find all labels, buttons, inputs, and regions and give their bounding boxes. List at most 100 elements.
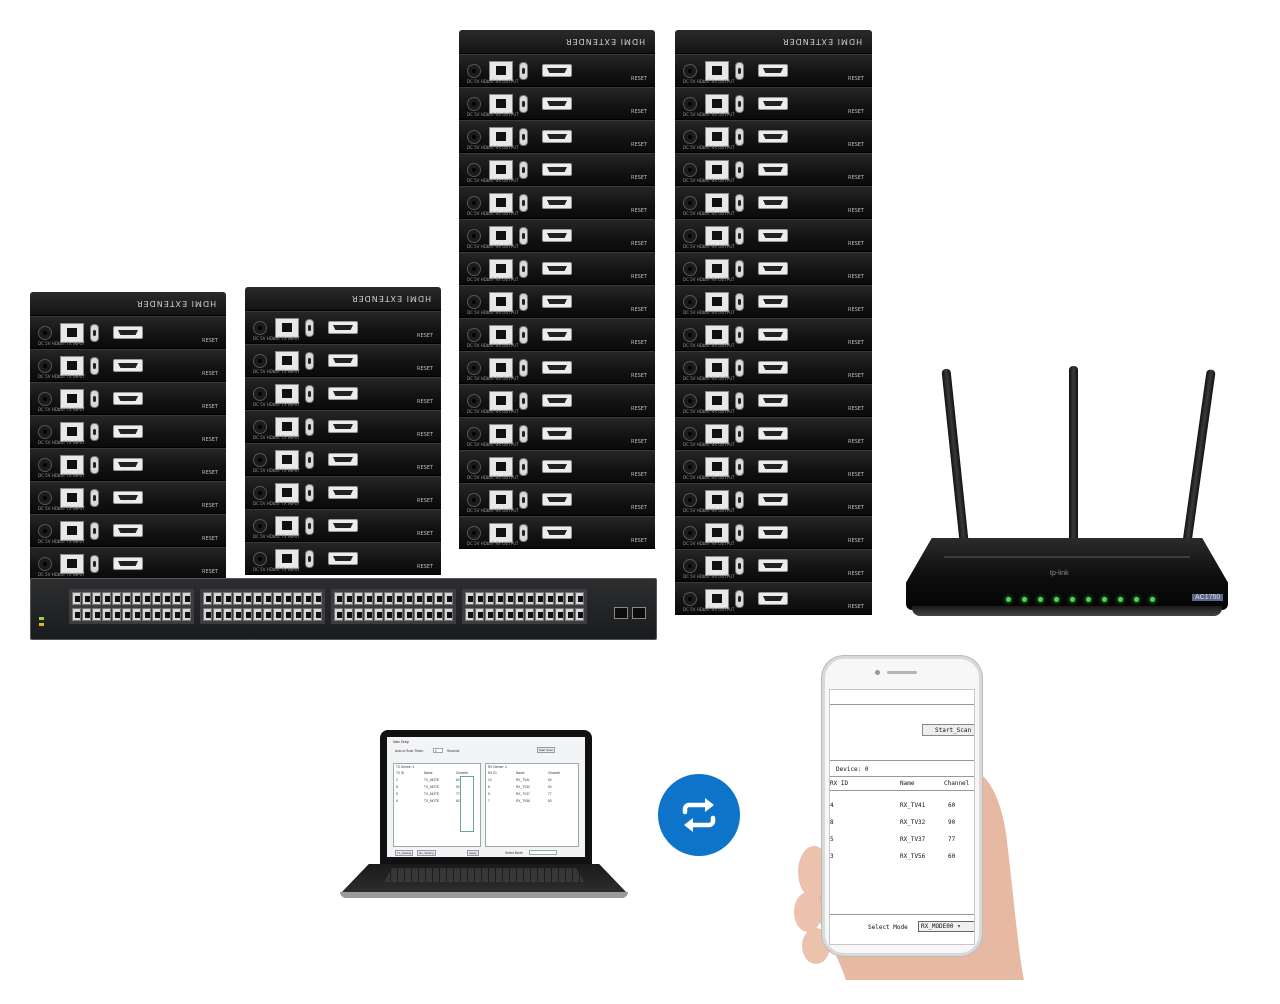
ir-port (90, 521, 99, 540)
ethernet-port (555, 592, 564, 605)
port-labels: DC 5V HDbaT TX INPUT (253, 402, 300, 407)
hdmi-port (758, 196, 788, 209)
port-labels: DC 5V HDbaT RX OUTPUT (467, 211, 519, 216)
ir-port (90, 554, 99, 573)
hdmi-port (758, 592, 788, 605)
rj45-port (60, 553, 84, 574)
column-header-name: Name (900, 780, 915, 787)
port-labels: DC 5V HDbaT RX OUTPUT (683, 607, 735, 612)
reset-label: RESET (630, 175, 647, 181)
ir-port (735, 127, 744, 146)
laptop-lid: Main Setup Auto or Scan Times: 2 Seconds… (380, 730, 592, 864)
row-name: RX_TV37 (900, 836, 926, 843)
reset-label: RESET (201, 569, 218, 575)
list-cell: RX_TV37 (516, 792, 530, 796)
ir-port (735, 556, 744, 575)
dc-power-port (253, 419, 267, 434)
list-cell: TX_MOTE (424, 792, 440, 796)
hdmi-port (542, 427, 572, 440)
rx-setting-button[interactable]: Rx_Setting (417, 850, 436, 856)
ethernet-port (92, 608, 101, 621)
hdmi-port (758, 493, 788, 506)
ethernet-port (344, 592, 353, 605)
scan-times-input[interactable]: 2 (433, 748, 443, 753)
reset-label: RESET (630, 76, 647, 82)
reset-label: RESET (416, 432, 433, 438)
ethernet-port (283, 592, 292, 605)
hdmi-port (758, 163, 788, 176)
laptop: Main Setup Auto or Scan Times: 2 Seconds… (340, 730, 628, 900)
start-scan-button[interactable]: Start_Scan (922, 724, 974, 736)
port-labels: DC 5V HDbaT TX INPUT (38, 473, 85, 478)
ir-port (90, 389, 99, 408)
rj45-port (705, 126, 729, 147)
rj45-port (275, 449, 299, 470)
reset-label: RESET (847, 175, 864, 181)
start-scan-button[interactable]: Start Scan (537, 747, 556, 753)
ethernet-port (303, 608, 312, 621)
ethernet-port (404, 592, 413, 605)
ethernet-port (535, 608, 544, 621)
hdmi-port (758, 229, 788, 242)
dc-power-port (38, 325, 52, 340)
dc-power-port (467, 294, 481, 309)
dc-power-port (683, 195, 697, 210)
port-labels: DC 5V HDbaT RX OUTPUT (683, 79, 735, 84)
dc-power-port (38, 391, 52, 406)
reset-label: RESET (847, 142, 864, 148)
ethernet-port (555, 608, 564, 621)
reset-label: RESET (630, 208, 647, 214)
list-cell: 90 (548, 785, 552, 789)
reset-label: RESET (847, 406, 864, 412)
port-labels: DC 5V HDbaT RX OUTPUT (467, 442, 519, 447)
rj45-port (489, 192, 513, 213)
port-labels: DC 5V HDbaT TX INPUT (38, 539, 85, 544)
ir-port (519, 94, 528, 113)
ethernet-port (283, 608, 292, 621)
ethernet-port (384, 592, 393, 605)
ethernet-port (525, 592, 534, 605)
hdmi-receiver-unit: DC 5V HDbaT RX OUTPUT RESET (459, 153, 655, 186)
select-mode-dropdown[interactable]: RX_MODE00 ▾ (918, 921, 974, 932)
rj45-port (489, 60, 513, 81)
switch-port-group (331, 589, 456, 624)
channel-dropdown-list[interactable] (460, 776, 474, 832)
select-mode-dropdown[interactable] (529, 850, 557, 855)
ethernet-port (565, 608, 574, 621)
ethernet-port (213, 592, 222, 605)
rj45-port (705, 357, 729, 378)
ethernet-port (162, 608, 171, 621)
reset-label: RESET (201, 437, 218, 443)
network-switch (30, 578, 657, 640)
dc-power-port (38, 490, 52, 505)
apply-button[interactable]: Apply (467, 850, 479, 856)
port-labels: DC 5V HDbaT RX OUTPUT (467, 178, 519, 183)
row-id: 5 (830, 836, 834, 843)
tx-setting-button[interactable]: Tx_Setting (395, 850, 414, 856)
port-labels: DC 5V HDbaT RX OUTPUT (683, 211, 735, 216)
column-header: TX ID (396, 771, 405, 775)
hdmi-port (542, 460, 572, 473)
ethernet-port (465, 608, 474, 621)
seconds-label: Seconds (447, 749, 460, 753)
port-labels: DC 5V HDbaT RX OUTPUT (467, 508, 519, 513)
port-labels: DC 5V HDbaT RX OUTPUT (683, 145, 735, 150)
ethernet-port (404, 608, 413, 621)
extender-brand: HDMI EXTENDER (350, 294, 431, 303)
rj45-port (489, 522, 513, 543)
port-labels: DC 5V HDbaT RX OUTPUT (683, 442, 735, 447)
ethernet-port (72, 592, 81, 605)
